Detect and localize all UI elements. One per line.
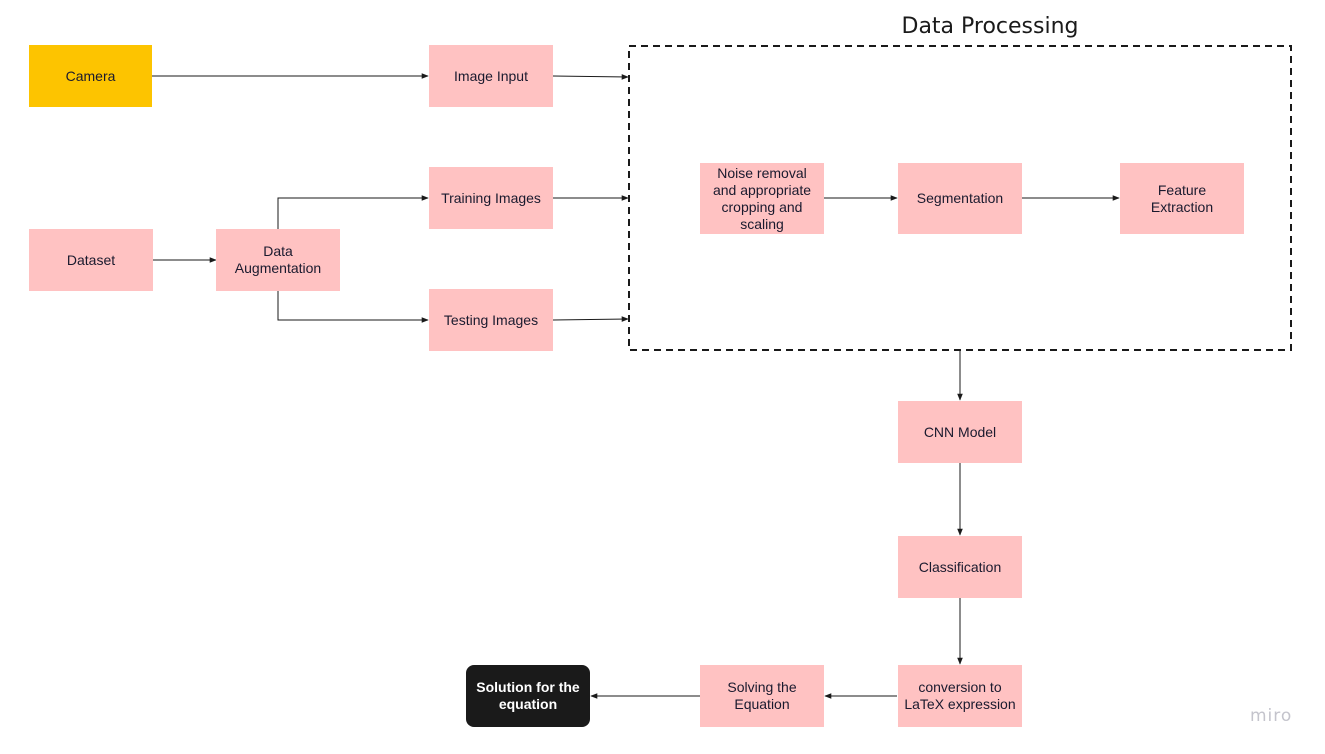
data-processing-group-border [628, 45, 1292, 351]
image-input-node[interactable]: Image Input [429, 45, 553, 107]
connector-image-input-to-group [552, 74, 629, 80]
connector-testing-to-group [552, 316, 629, 322]
connector-augmentation-to-testing [277, 291, 429, 323]
testing-images-node[interactable]: Testing Images [429, 289, 553, 351]
data-processing-title: Data Processing [901, 14, 1079, 39]
cnn-model-node[interactable]: CNN Model [898, 401, 1022, 463]
miro-watermark: miro [1250, 706, 1293, 726]
solving-equation-node[interactable]: Solving the Equation [700, 665, 824, 727]
camera-node[interactable]: Camera [29, 45, 152, 107]
classification-node[interactable]: Classification [898, 536, 1022, 598]
noise-removal-node[interactable]: Noise removal and appropriate cropping a… [700, 163, 824, 234]
training-images-node[interactable]: Training Images [429, 167, 553, 229]
latex-conversion-node[interactable]: conversion to LaTeX expression [898, 665, 1022, 727]
segmentation-node[interactable]: Segmentation [898, 163, 1022, 234]
connector-augmentation-to-training [277, 195, 429, 229]
data-augmentation-node[interactable]: Data Augmentation [216, 229, 340, 291]
dataset-node[interactable]: Dataset [29, 229, 153, 291]
solution-node[interactable]: Solution for the equation [466, 665, 590, 727]
feature-extraction-node[interactable]: Feature Extraction [1120, 163, 1244, 234]
